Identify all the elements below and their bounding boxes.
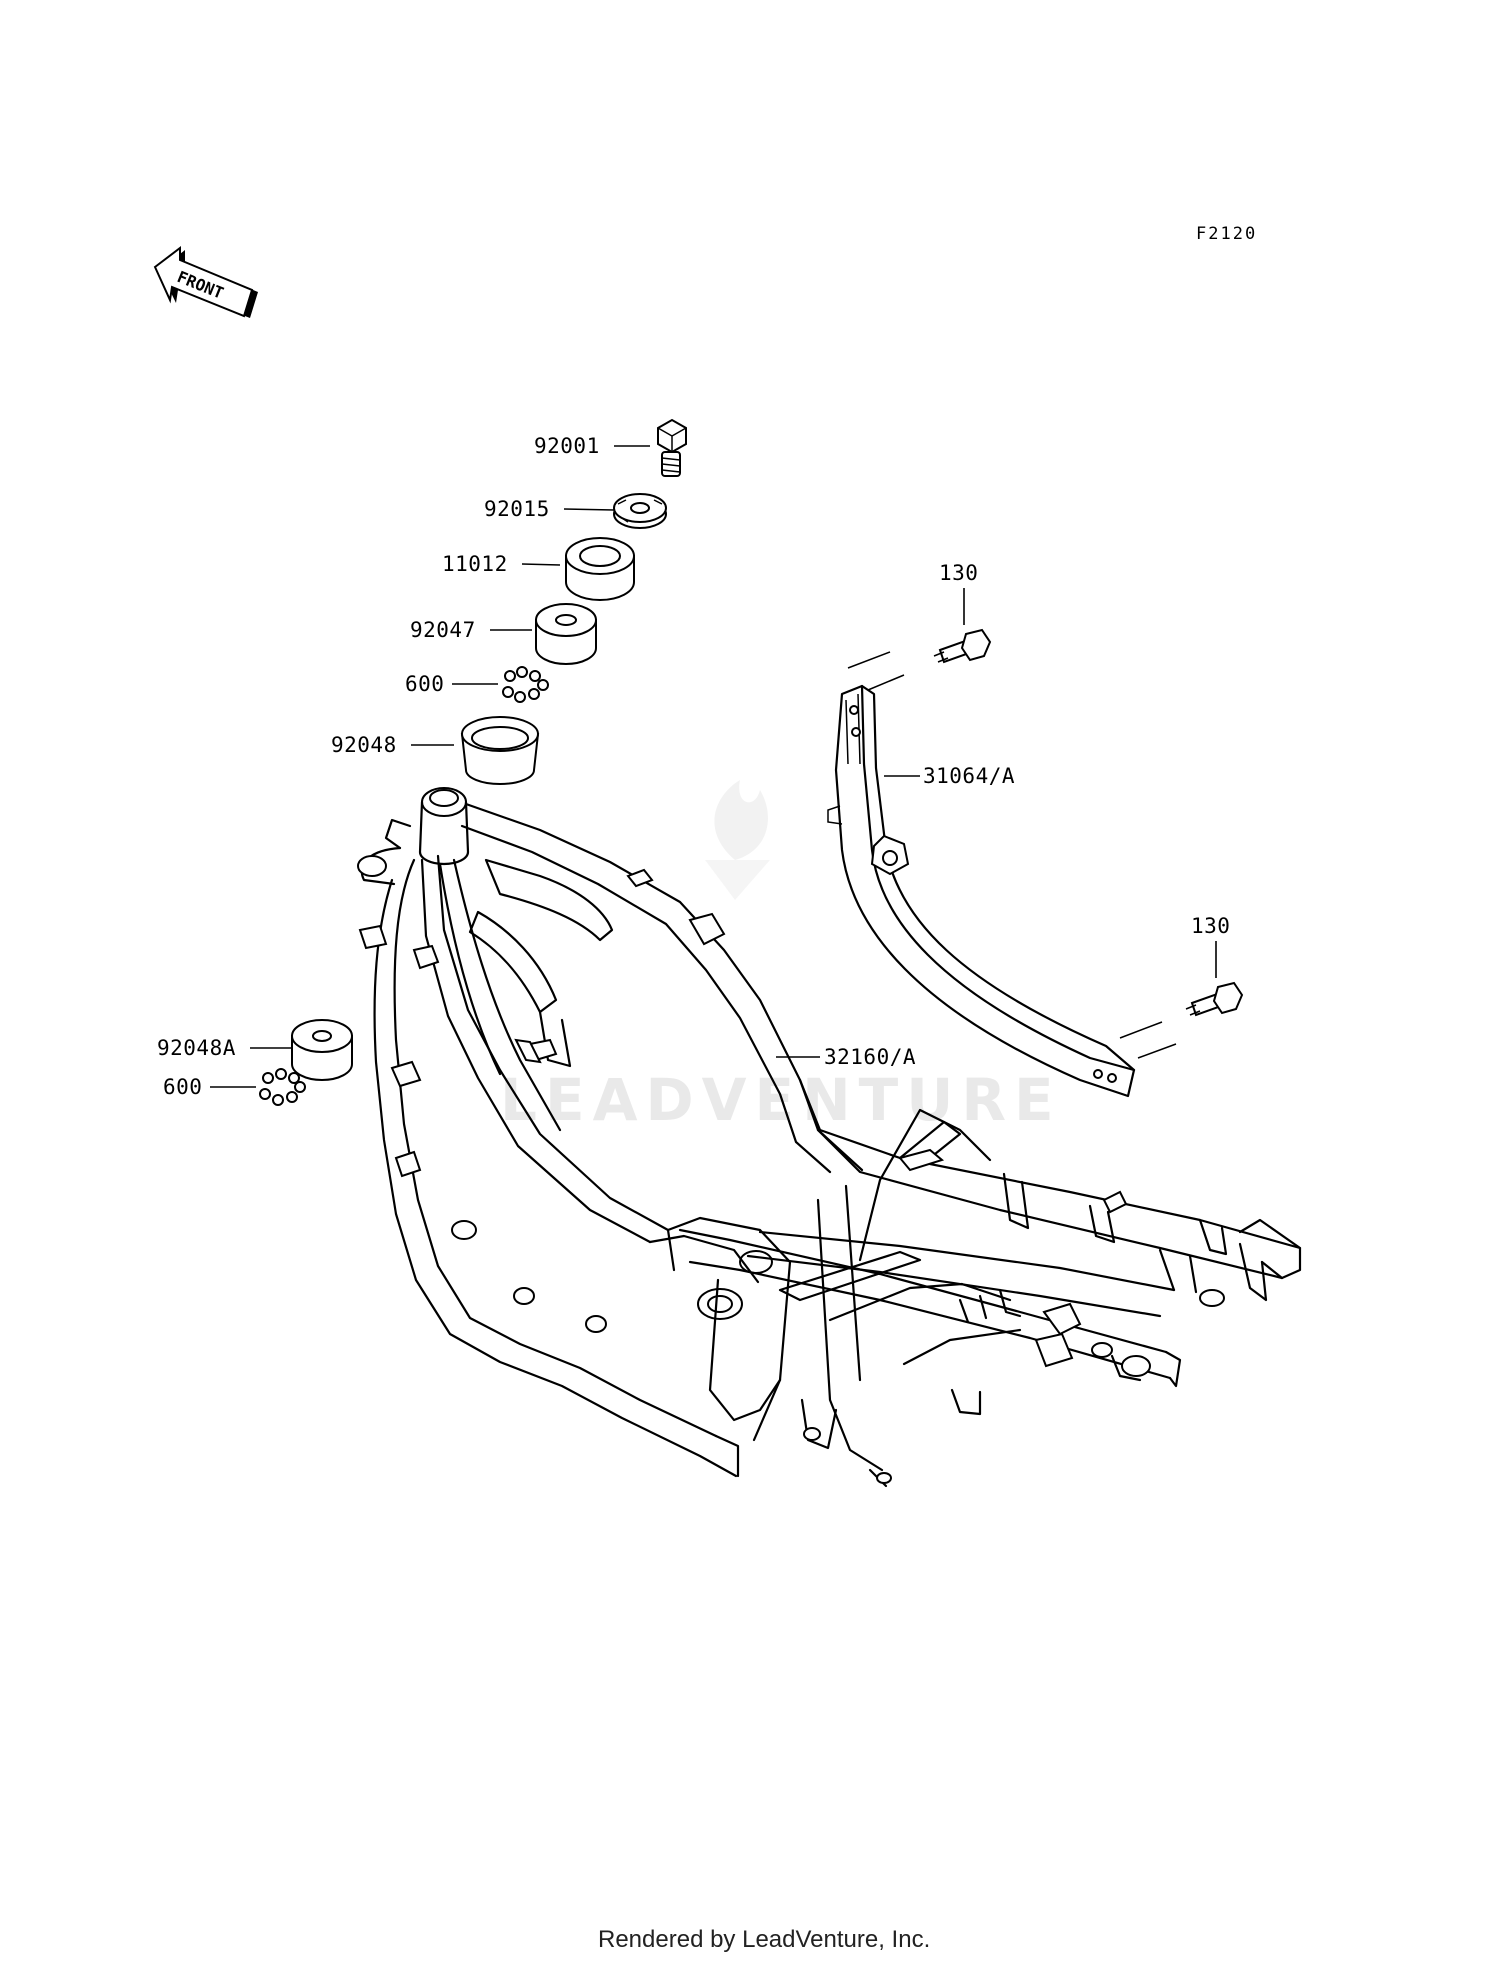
callout-label: 130 bbox=[939, 561, 978, 585]
collar-92015 bbox=[613, 493, 667, 529]
bolt-130-upper bbox=[847, 628, 992, 691]
bolt-130-lower bbox=[1119, 981, 1244, 1059]
callout-92015: 92015 bbox=[484, 497, 615, 521]
subframe-31064A bbox=[827, 684, 1136, 1098]
grommet-11012 bbox=[565, 537, 635, 601]
callout-600-lower: 600 bbox=[163, 1075, 256, 1099]
callout-label: 92047 bbox=[410, 618, 476, 642]
callout-600-upper: 600 bbox=[405, 672, 498, 696]
damper-92048A bbox=[291, 1019, 353, 1081]
footer-credit: Rendered by LeadVenture, Inc. bbox=[598, 1926, 930, 1953]
callout-label: 92015 bbox=[484, 497, 550, 521]
diagram-code: F2120 bbox=[1196, 224, 1257, 244]
callout-92048: 92048 bbox=[331, 733, 454, 757]
balls-600-lower bbox=[259, 1068, 306, 1106]
callout-label: 32160/A bbox=[824, 1045, 916, 1069]
callout-label: 600 bbox=[163, 1075, 202, 1099]
callout-label: 92001 bbox=[534, 434, 600, 458]
callout-label: 31064/A bbox=[923, 764, 1015, 788]
watermark-text: LEADVENTURE bbox=[500, 1066, 1062, 1134]
callout-31064A: 31064/A bbox=[884, 764, 1015, 788]
callout-32160A: 32160/A bbox=[776, 1045, 916, 1069]
callout-label: 92048A bbox=[157, 1036, 236, 1060]
main-frame-32160A bbox=[357, 787, 1302, 1488]
callout-92048A: 92048A bbox=[157, 1036, 292, 1060]
cup-92048 bbox=[460, 716, 540, 785]
balls-600-upper bbox=[502, 666, 549, 703]
callout-92001: 92001 bbox=[534, 434, 650, 458]
callout-label: 92048 bbox=[331, 733, 397, 757]
callout-11012: 11012 bbox=[442, 552, 561, 576]
bolt-92001 bbox=[657, 418, 687, 477]
callout-label: 130 bbox=[1191, 914, 1230, 938]
callout-130-upper: 130 bbox=[939, 561, 978, 625]
callout-label: 11012 bbox=[442, 552, 508, 576]
callout-130-lower: 130 bbox=[1191, 914, 1230, 978]
front-arrow-icon: FRONT bbox=[153, 245, 258, 318]
damper-92047 bbox=[535, 603, 597, 665]
callout-label: 600 bbox=[405, 672, 444, 696]
callout-92047: 92047 bbox=[410, 618, 532, 642]
watermark: LEADVENTURE bbox=[500, 780, 1062, 1134]
